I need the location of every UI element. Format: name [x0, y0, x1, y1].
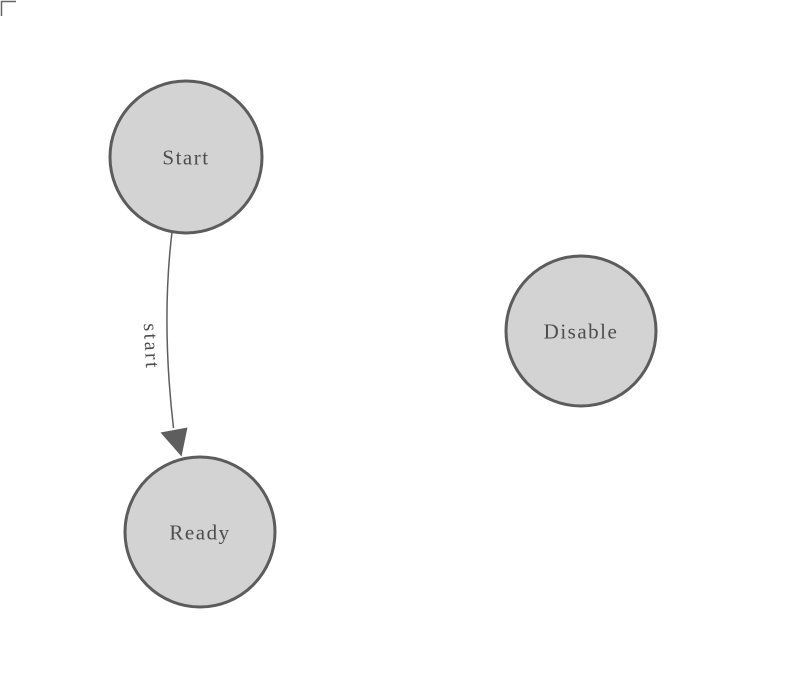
state-label-disable: Disable [544, 319, 619, 343]
arrowhead-icon [160, 427, 188, 457]
state-circle-disable[interactable] [504, 254, 658, 408]
state-node-ready[interactable]: Ready [123, 455, 277, 609]
state-circle-ready[interactable] [123, 455, 277, 609]
canvas-corner-mark-icon [0, 0, 16, 16]
state-node-start[interactable]: Start [108, 79, 264, 235]
state-node-disable[interactable]: Disable [504, 254, 658, 408]
transition-label-start-to-ready: start [139, 323, 163, 371]
transition-edge-start-to-ready[interactable]: start [139, 231, 188, 457]
state-label-ready: Ready [169, 520, 230, 544]
transition-line-start-to-ready[interactable] [166, 231, 175, 429]
state-label-start: Start [162, 145, 209, 169]
state-circle-start[interactable] [108, 79, 264, 235]
